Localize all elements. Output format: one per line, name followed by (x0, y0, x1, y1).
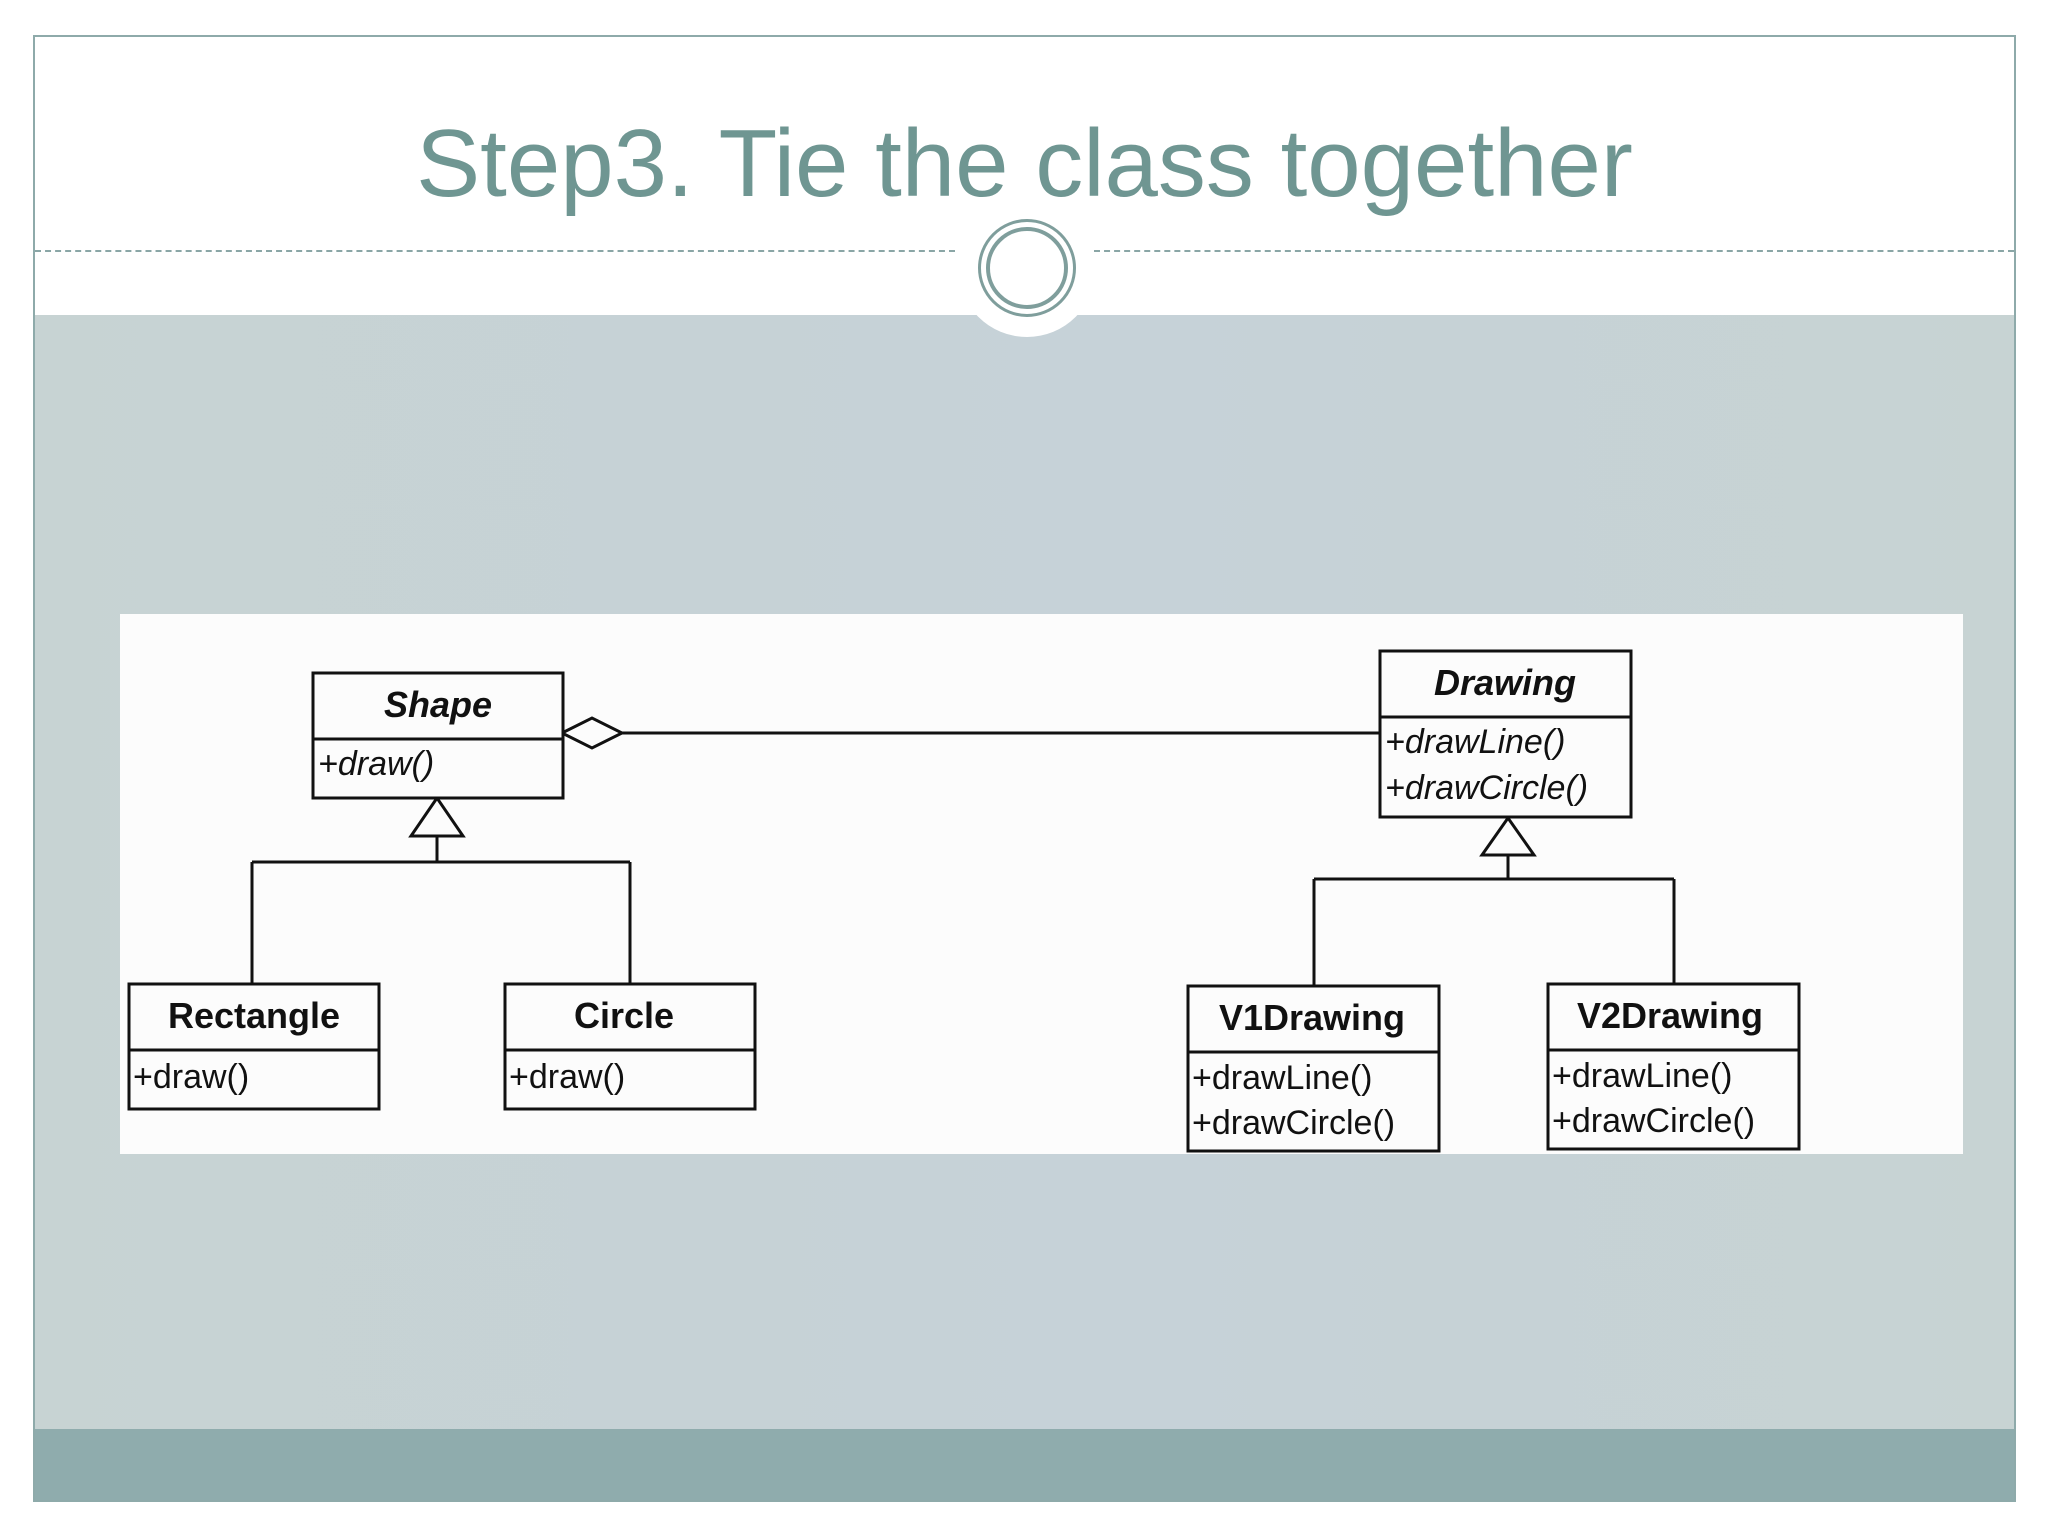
method: +drawLine() (1192, 1059, 1372, 1097)
method: +draw() (133, 1058, 249, 1096)
class-name: Circle (574, 995, 674, 1036)
class-v2drawing: V2Drawing +drawLine() +drawCircle() (1546, 982, 1801, 1151)
method: +draw() (509, 1058, 625, 1096)
class-name: Rectangle (168, 995, 340, 1036)
class-name: V2Drawing (1577, 995, 1763, 1036)
method: +drawCircle() (1385, 769, 1588, 807)
ornament-circle-icon (978, 219, 1076, 317)
class-v1drawing: V1Drawing +drawLine() +drawCircle() (1186, 984, 1441, 1153)
method: +draw() (318, 745, 434, 783)
class-rectangle: Rectangle +draw() (127, 982, 381, 1111)
shape-generalization-arrow-icon (408, 795, 466, 838)
class-name: Shape (384, 684, 492, 725)
title-divider-right (1094, 250, 2014, 252)
class-name: V1Drawing (1219, 997, 1405, 1038)
method: +drawCircle() (1552, 1102, 1755, 1140)
method: +drawLine() (1385, 723, 1565, 761)
class-drawing: Drawing +drawLine() +drawCircle() (1378, 649, 1633, 819)
ornament-inner-circle-icon (986, 227, 1068, 309)
drawing-generalization-arrow-icon (1479, 815, 1537, 857)
class-name: Drawing (1434, 662, 1576, 703)
footer-bar (35, 1429, 2014, 1500)
class-circle: Circle +draw() (503, 982, 757, 1111)
aggregation-diamond-icon (558, 716, 626, 750)
class-shape: Shape +draw() (311, 671, 565, 800)
method: +drawCircle() (1192, 1104, 1395, 1142)
method: +drawLine() (1552, 1057, 1732, 1095)
title-divider-left (35, 250, 955, 252)
